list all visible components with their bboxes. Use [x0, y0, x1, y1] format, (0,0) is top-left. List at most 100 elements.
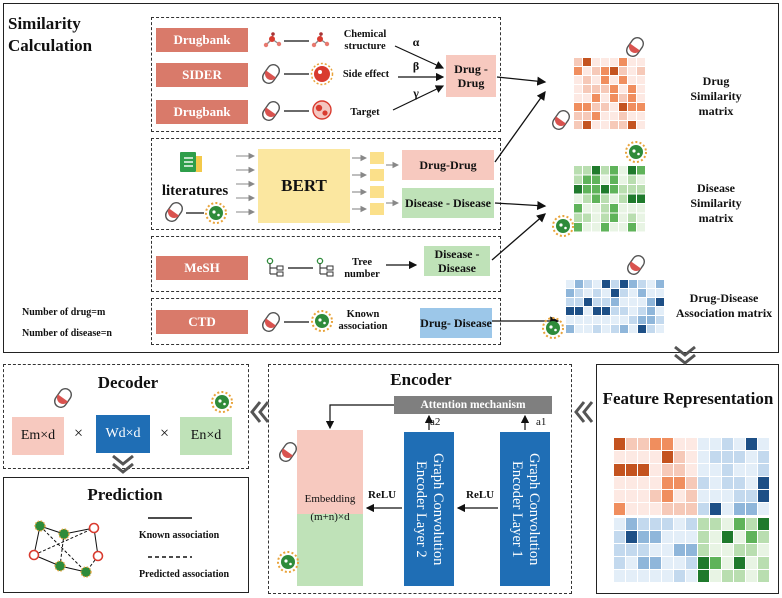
matrix-cell: [638, 438, 649, 450]
matrix-cell: [628, 204, 636, 213]
target-label: Target: [350, 107, 380, 118]
feature-title: Feature Representation: [602, 389, 774, 408]
matrix-cell: [647, 316, 655, 324]
chevron-left-icon: [574, 401, 594, 423]
matrix-cell: [638, 280, 646, 288]
matrix-cell: [628, 121, 636, 129]
matrix-cell: [601, 223, 609, 232]
matrix-cell: [610, 85, 618, 93]
matrix-cell: [583, 67, 591, 75]
matrix-cell: [722, 490, 733, 502]
matrix-cell: [734, 490, 745, 502]
matrix-cell: [656, 307, 664, 315]
matrix-cell: [610, 213, 618, 222]
matrix-cell: [574, 67, 582, 75]
matrix-cell: [746, 438, 757, 450]
matrix-cell: [758, 490, 769, 502]
gcn-layer-2: Graph Convolution Encoder Layer 2: [404, 432, 454, 586]
matrix-cell: [626, 544, 637, 556]
matrix-cell: [650, 557, 661, 569]
matrix-cell: [674, 503, 685, 515]
num-drug-label: Number of drug=m: [22, 307, 106, 318]
matrix-cell: [602, 289, 610, 297]
matrix-cell: [746, 477, 757, 489]
matrix-cell: [601, 85, 609, 93]
matrix-cell: [583, 204, 591, 213]
matrix-cell: [758, 503, 769, 515]
matrix-cell: [698, 438, 709, 450]
prediction-title: Prediction: [87, 485, 163, 504]
disease-similarity-matrix: [574, 166, 645, 232]
matrix-cell: [698, 490, 709, 502]
matrix-cell: [650, 531, 661, 543]
matrix-cell: [593, 325, 601, 333]
matrix-cell: [574, 194, 582, 203]
matrix-cell: [758, 438, 769, 450]
matrix-cell: [626, 531, 637, 543]
matrix-cell: [637, 213, 645, 222]
matrix-cell: [710, 557, 721, 569]
matrix-cell: [628, 213, 636, 222]
matrix-cell: [601, 58, 609, 66]
matrix-cell: [614, 570, 625, 582]
matrix-cell: [637, 166, 645, 175]
matrix-cell: [614, 451, 625, 463]
matrix-cell: [619, 76, 627, 84]
e-nd-box: En×d: [180, 417, 232, 455]
matrix-cell: [722, 531, 733, 543]
capsule-icon: [259, 98, 283, 124]
matrix-cell: [593, 298, 601, 306]
matrix-cell: [619, 103, 627, 111]
matrix-cell: [575, 289, 583, 297]
matrix-cell: [638, 531, 649, 543]
matrix-cell: [610, 76, 618, 84]
matrix-cell: [734, 503, 745, 515]
matrix-cell: [566, 307, 574, 315]
tree-icon: [316, 257, 334, 277]
bert-disease-disease-box: Disease - Disease: [402, 188, 494, 218]
matrix-cell: [619, 204, 627, 213]
matrix-cell: [710, 518, 721, 530]
matrix-cell: [674, 490, 685, 502]
embedding-vectors: [370, 152, 384, 215]
matrix-cell: [734, 557, 745, 569]
matrix-cell: [698, 477, 709, 489]
matrix-cell: [583, 76, 591, 84]
matrix-cell: [746, 464, 757, 476]
matrix-cell: [592, 194, 600, 203]
matrix-cell: [592, 76, 600, 84]
matrix-cell: [638, 451, 649, 463]
matrix-cell: [698, 503, 709, 515]
matrix-cell: [638, 464, 649, 476]
matrix-cell: [637, 58, 645, 66]
w-dd-label: Wd×d: [105, 426, 141, 441]
matrix-cell: [626, 518, 637, 530]
matrix-cell: [601, 103, 609, 111]
matrix-cell: [620, 325, 628, 333]
matrix-cell: [638, 477, 649, 489]
known-association-legend: Known association: [138, 530, 220, 541]
matrix-cell: [601, 166, 609, 175]
side-effect-label: Side effect: [342, 69, 390, 80]
capsule-icon: [259, 61, 283, 87]
virus-icon: [205, 202, 227, 224]
matrix-cell: [734, 570, 745, 582]
matrix-cell: [614, 464, 625, 476]
feature-panel: [596, 364, 779, 594]
matrix-cell: [746, 503, 757, 515]
matrix-cell: [620, 289, 628, 297]
matrix-cell: [583, 213, 591, 222]
matrix-cell: [650, 438, 661, 450]
matrix-cell: [614, 477, 625, 489]
matrix-cell: [574, 121, 582, 129]
disease-similarity-matrix-title: Disease Similarity matrix: [690, 181, 742, 225]
matrix-cell: [650, 490, 661, 502]
matrix-cell: [610, 185, 618, 194]
matrix-cell: [758, 477, 769, 489]
matrix-cell: [626, 570, 637, 582]
matrix-cell: [637, 204, 645, 213]
matrix-cell: [637, 94, 645, 102]
matrix-cell: [638, 503, 649, 515]
matrix-cell: [698, 451, 709, 463]
